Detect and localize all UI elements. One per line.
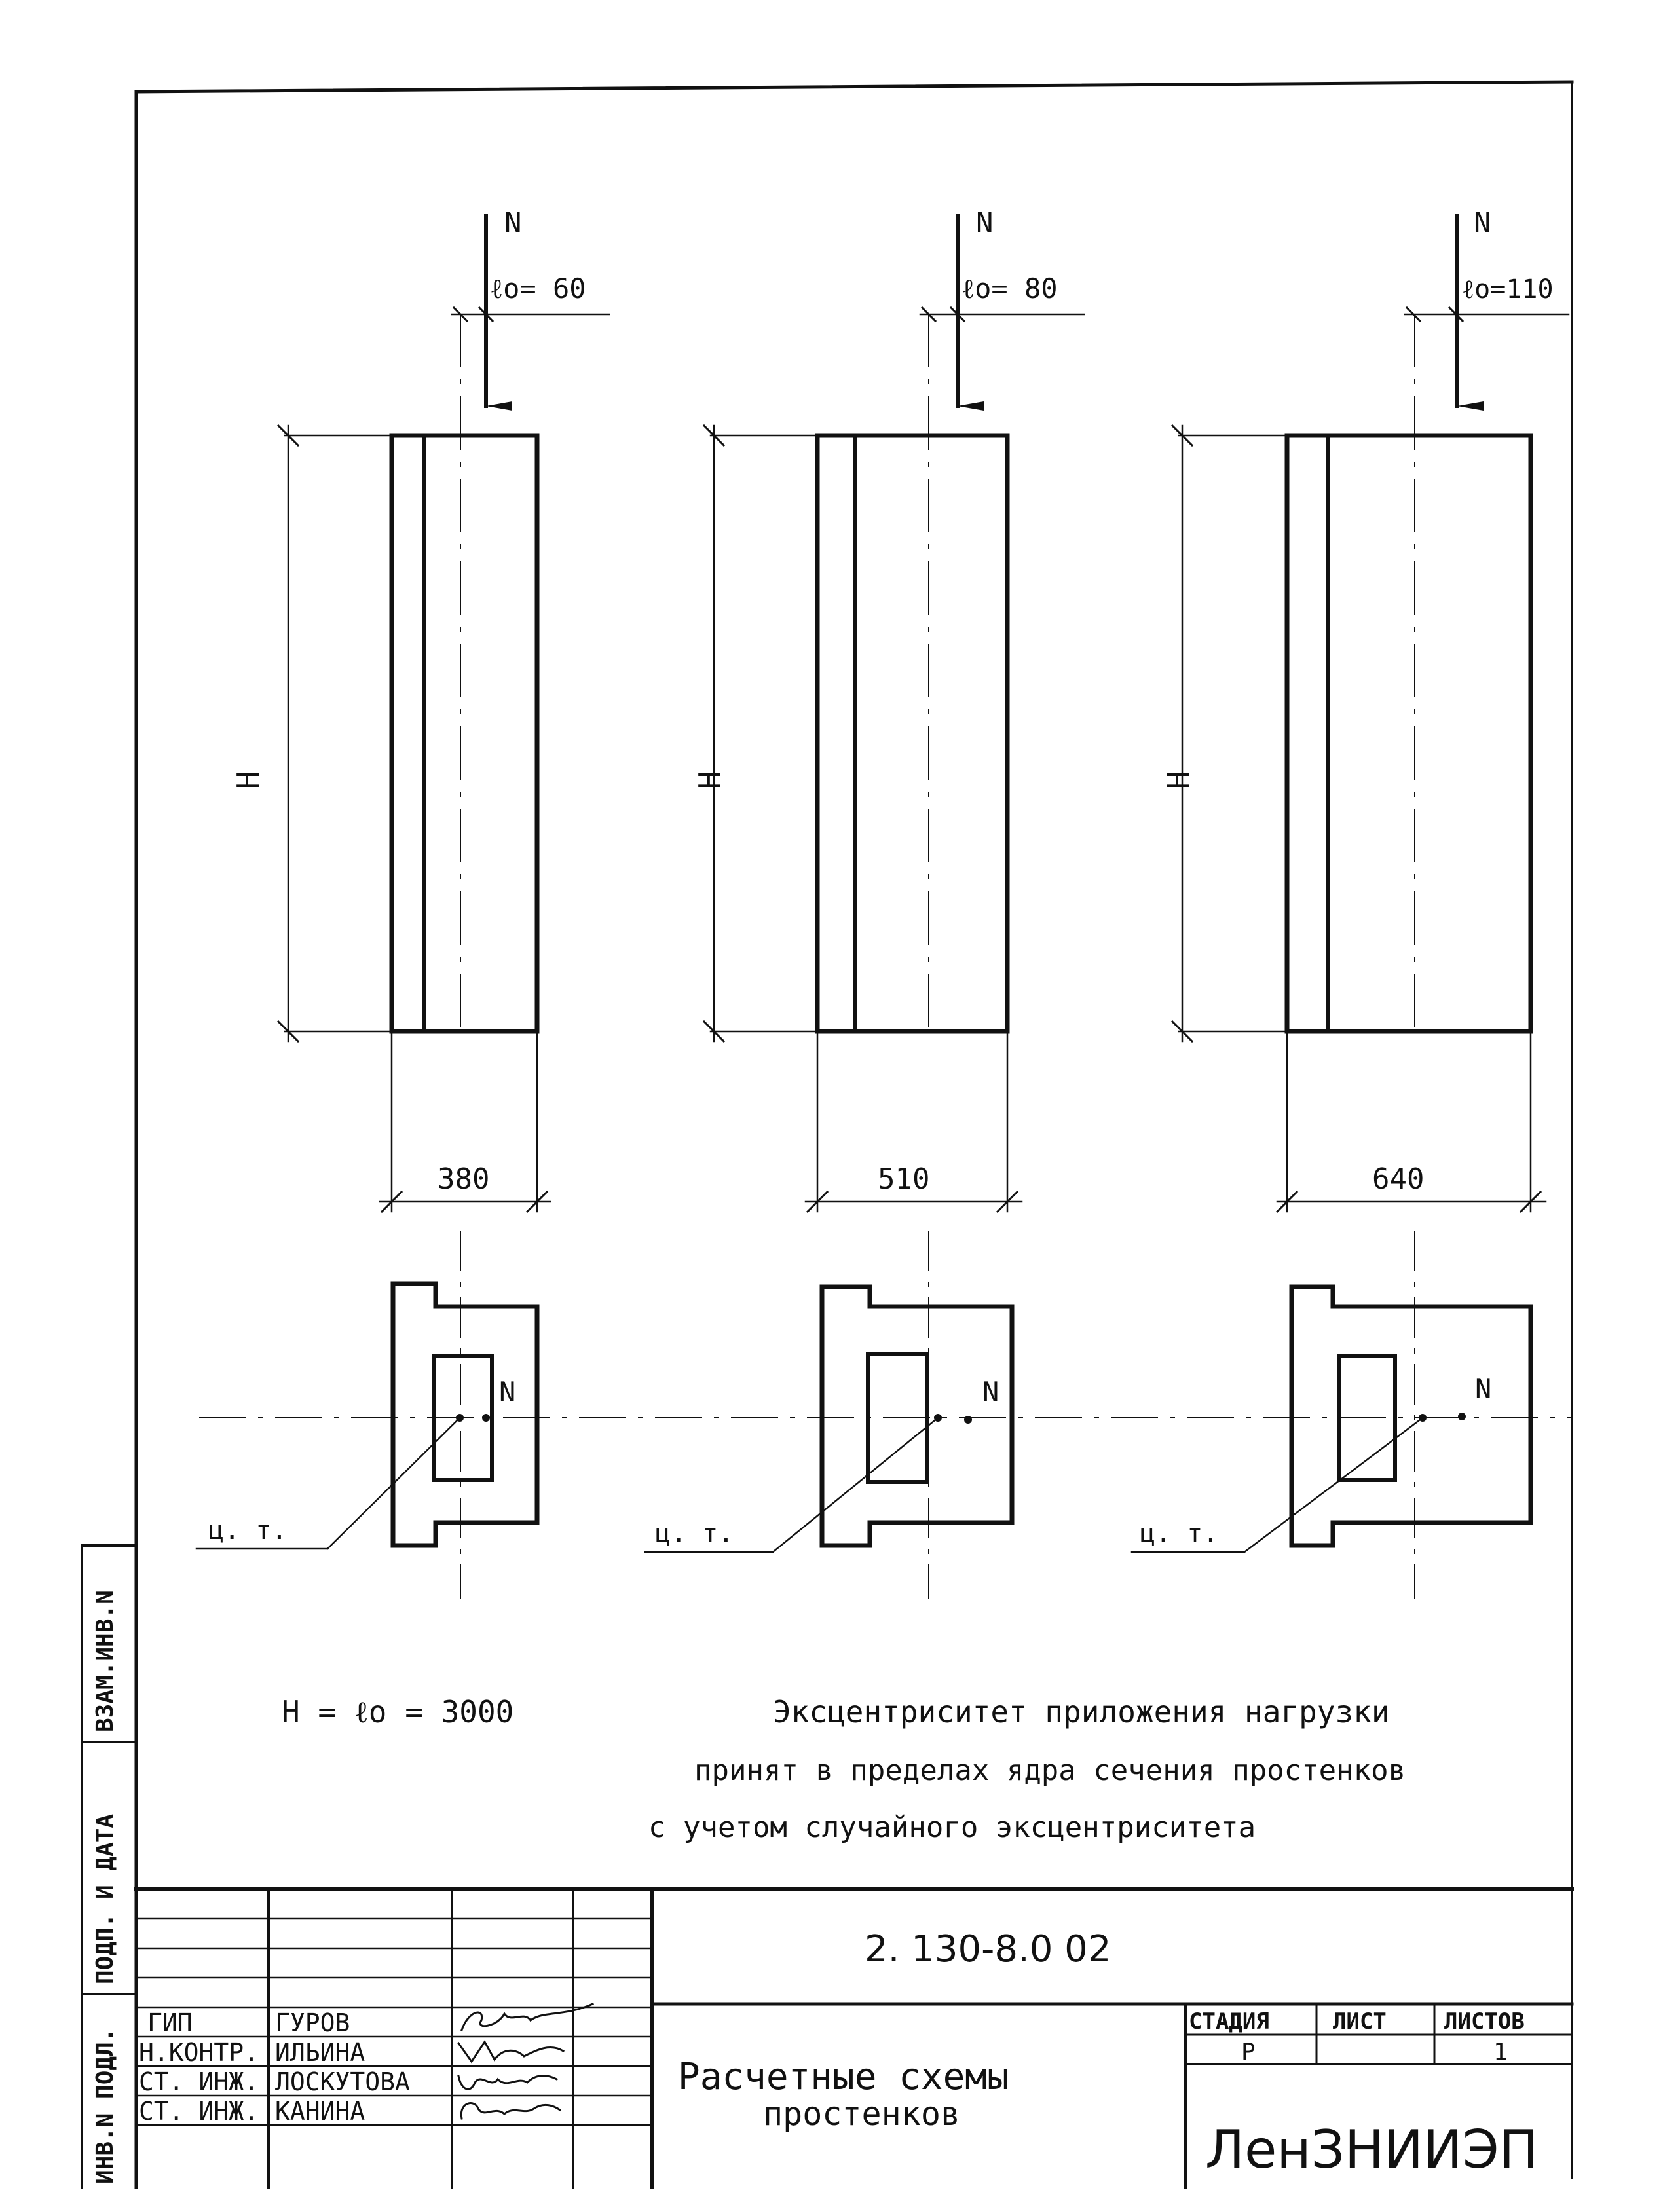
note-line-2: принят в пределах ядра сечения простенко… bbox=[694, 1754, 1406, 1787]
eccentricity-label-3: ℓo=110 bbox=[1462, 274, 1554, 305]
signer-role-4: СТ. ИНЖ. bbox=[139, 2097, 259, 2126]
section-load-label-3: N bbox=[1475, 1373, 1491, 1405]
width-label-2: 510 bbox=[878, 1162, 929, 1196]
signer-name-1: ГУРОВ bbox=[275, 2009, 350, 2037]
formula-text: H = ℓo = 3000 bbox=[282, 1694, 513, 1730]
signer-role-1: ГИП bbox=[147, 2009, 193, 2037]
signer-role-2: Н.КОНТР. bbox=[139, 2038, 259, 2067]
signature-1 bbox=[460, 2003, 594, 2031]
side-stamp bbox=[81, 1544, 138, 2189]
signature-4 bbox=[460, 2102, 562, 2120]
sheet-title-line-2: простенков bbox=[763, 2095, 960, 2133]
sheet-header: ЛИСТ bbox=[1333, 2009, 1387, 2035]
title-block bbox=[134, 1887, 1574, 2189]
cg-label-2: ц. т. bbox=[655, 1519, 734, 1549]
pier-section-3 bbox=[1130, 1231, 1533, 1599]
signature-3 bbox=[457, 2075, 559, 2090]
note-line-1: Эксцентриситет приложения нагрузки bbox=[773, 1694, 1390, 1730]
load-label-3: N bbox=[1474, 206, 1491, 240]
load-label-2: N bbox=[976, 206, 994, 240]
doc-code: 2. 130-8.0 02 bbox=[865, 1928, 1111, 1971]
eccentricity-label-2: ℓo= 80 bbox=[961, 272, 1058, 305]
sheet-frame bbox=[134, 80, 1574, 2189]
sheets-value: 1 bbox=[1493, 2039, 1508, 2065]
signer-name-2: ИЛЬИНА bbox=[275, 2038, 365, 2067]
side-stamp-vzam: ВЗАМ.ИНВ.N bbox=[92, 1590, 119, 1732]
stage-header: СТАДИЯ bbox=[1189, 2009, 1269, 2035]
section-load-label-1: N bbox=[499, 1376, 515, 1408]
organization-name: ЛенЗНИИЭП bbox=[1205, 2119, 1539, 2180]
cg-label-1: ц. т. bbox=[208, 1515, 287, 1546]
signature-2 bbox=[457, 2040, 565, 2064]
side-stamp-podp: ПОДП. И ДАТА bbox=[92, 1814, 119, 1984]
section-load-label-2: N bbox=[982, 1376, 999, 1408]
height-label-2: H bbox=[692, 771, 728, 789]
width-label-1: 380 bbox=[438, 1162, 489, 1196]
height-label-3: H bbox=[1161, 771, 1196, 789]
note-line-3: с учетом случайного эксцентриситета bbox=[648, 1811, 1256, 1844]
sheets-header: ЛИСТОВ bbox=[1444, 2009, 1525, 2035]
pier-elevation-2 bbox=[702, 214, 1085, 1213]
width-label-3: 640 bbox=[1372, 1162, 1424, 1196]
signer-name-4: КАНИНА bbox=[275, 2097, 365, 2126]
pier-section-1 bbox=[195, 1231, 540, 1599]
pier-elevation-1 bbox=[276, 214, 610, 1213]
signer-name-3: ЛОСКУТОВА bbox=[275, 2067, 410, 2096]
height-label-1: H bbox=[231, 771, 266, 789]
signer-role-3: СТ. ИНЖ. bbox=[139, 2067, 259, 2096]
stage-value: Р bbox=[1241, 2039, 1256, 2065]
load-label-1: N bbox=[504, 206, 522, 240]
cg-label-3: ц. т. bbox=[1140, 1519, 1218, 1549]
side-stamp-inv: ИНВ.N ПОДЛ. bbox=[92, 2028, 119, 2184]
sheet-title-line-1: Расчетные схемы bbox=[678, 2056, 1009, 2098]
pier-elevation-3 bbox=[1170, 214, 1570, 1213]
eccentricity-label-1: ℓo= 60 bbox=[490, 272, 586, 305]
